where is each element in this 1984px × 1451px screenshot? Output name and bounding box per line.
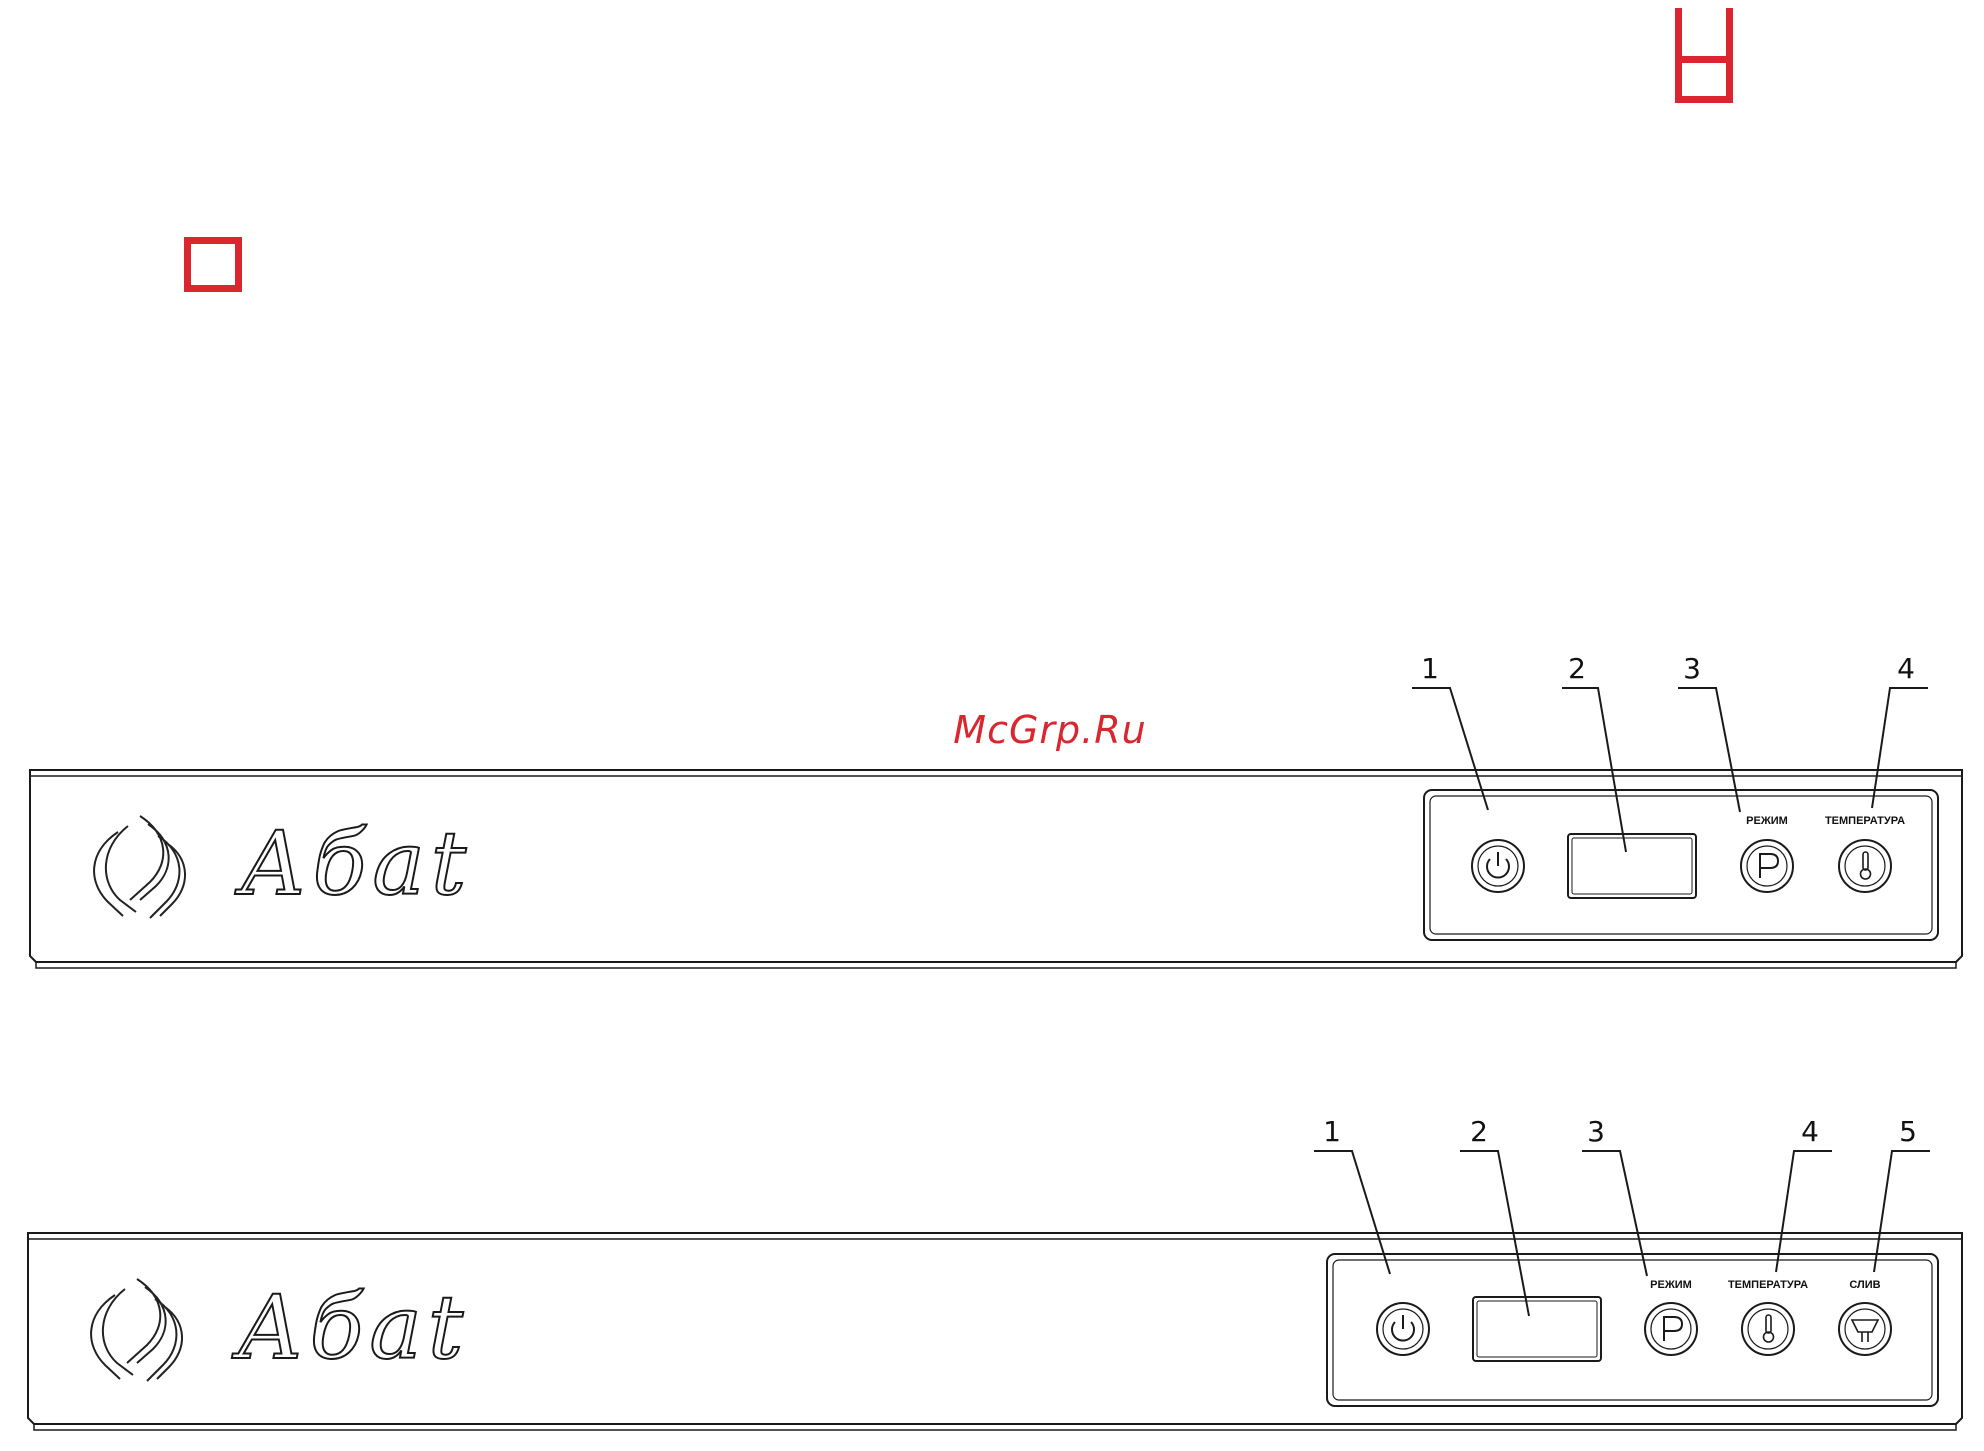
callout-5: 5	[1888, 1115, 1928, 1148]
callout-1: 1	[1312, 1115, 1352, 1148]
callout-2: 2	[1557, 652, 1597, 685]
logo-swirl-icon	[91, 1279, 182, 1381]
brand-logo-text: Абat	[237, 1276, 469, 1379]
callout-2: 2	[1459, 1115, 1499, 1148]
logo-swirl-icon	[94, 816, 185, 918]
callout-1: 1	[1410, 652, 1450, 685]
callout-3: 3	[1672, 652, 1712, 685]
callout-3: 3	[1576, 1115, 1616, 1148]
drain-label: СЛИВ	[1805, 1279, 1925, 1291]
callout-4: 4	[1886, 652, 1926, 685]
temperature-label: ТЕМПЕРАТУРА	[1805, 815, 1925, 827]
brand-logo-text: Абat	[240, 812, 472, 915]
callout-4: 4	[1790, 1115, 1830, 1148]
